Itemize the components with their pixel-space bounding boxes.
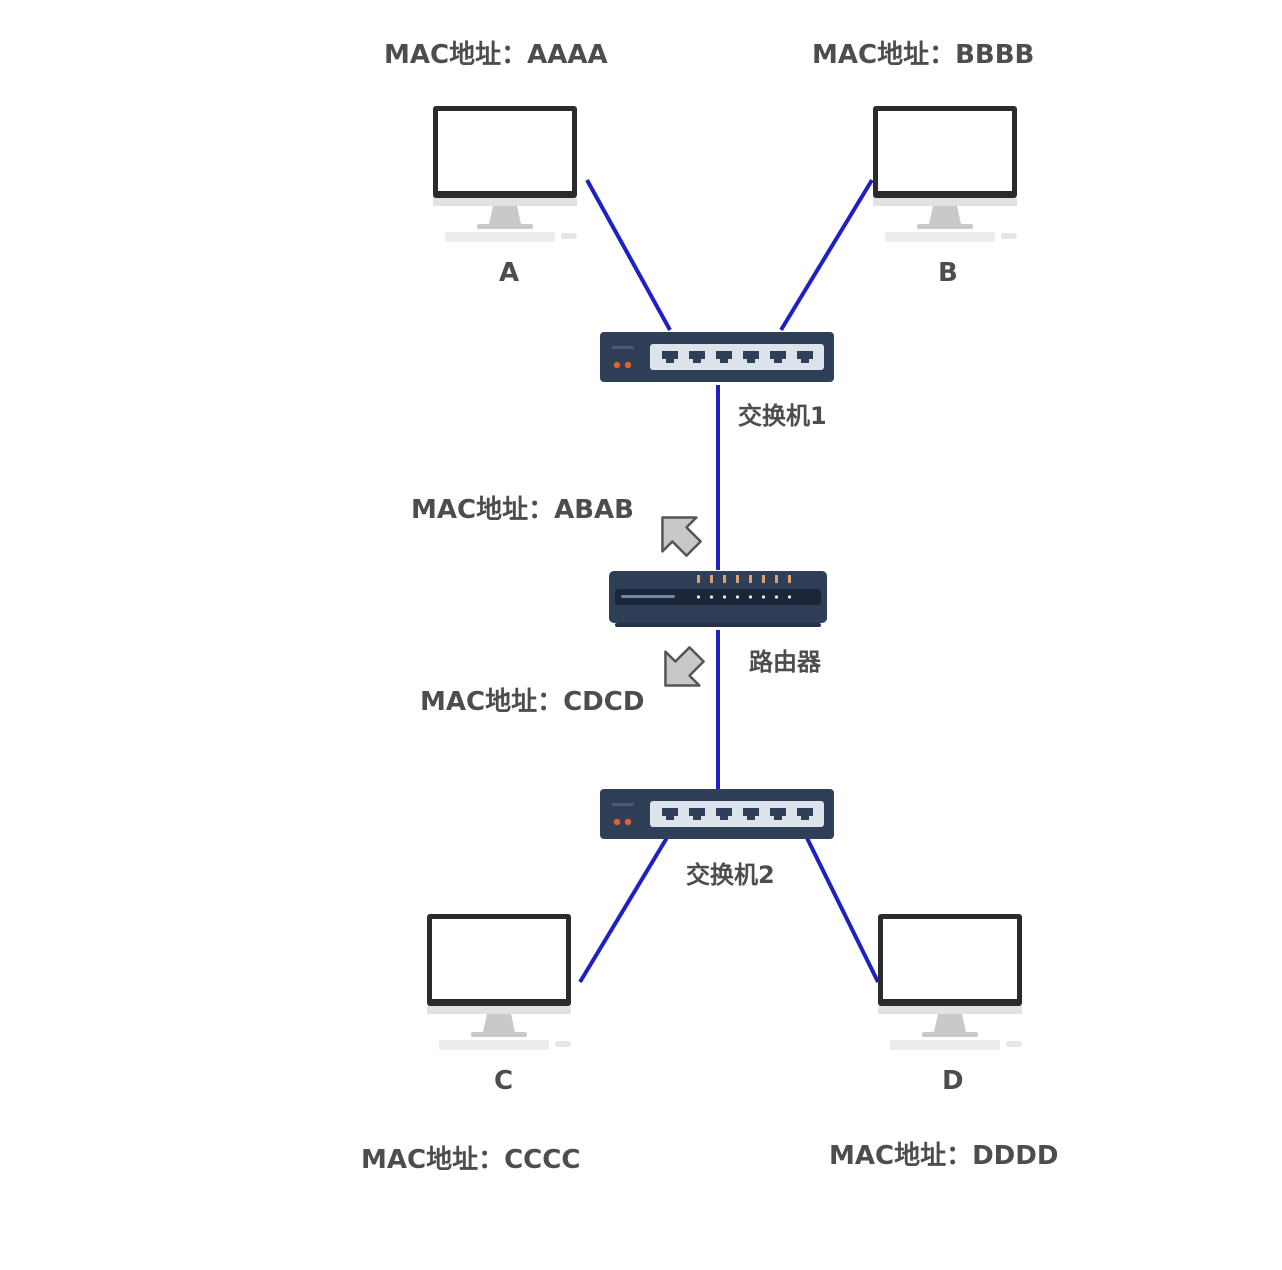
host-d-mac-label: MAC地址：DDDD [829, 1135, 1058, 1172]
monitor-icon [427, 914, 571, 1050]
router-upper-mac-label: MAC地址：ABAB [411, 489, 634, 526]
router-port-led [749, 575, 752, 583]
router-port-led [762, 575, 765, 583]
router-status-dot [722, 595, 727, 599]
mac-prefix: MAC地址： [812, 40, 956, 70]
router-status-dot [748, 595, 753, 599]
mac-value: DDDD [972, 1141, 1059, 1171]
mac-value: CDCD [563, 687, 645, 717]
mac-prefix: MAC地址： [411, 495, 555, 525]
router-status-dot [761, 595, 766, 599]
router-name: 路由器 [749, 648, 821, 676]
router-icon [609, 571, 827, 627]
link-switch2-d [804, 835, 880, 983]
mac-prefix: MAC地址： [361, 1145, 505, 1175]
mac-value: AAAA [527, 40, 608, 70]
mac-prefix: MAC地址： [384, 40, 528, 70]
host-a-mac-label: MAC地址：AAAA [384, 34, 608, 71]
router-port-led [710, 575, 713, 583]
mac-value: CCCC [504, 1145, 581, 1175]
host-b-mac-label: MAC地址：BBBB [812, 34, 1034, 71]
link-a-switch1 [585, 179, 672, 331]
router-port-led [775, 575, 778, 583]
arrow-down-left-icon [647, 636, 715, 704]
mac-prefix: MAC地址： [829, 1141, 973, 1171]
link-b-switch1 [779, 178, 874, 332]
monitor-icon [878, 914, 1022, 1050]
mac-prefix: MAC地址： [420, 687, 564, 717]
router-status-dot [787, 595, 792, 599]
router-status-dot [774, 595, 779, 599]
router-port-led [788, 575, 791, 583]
switch-icon [600, 789, 834, 839]
host-a-name: A [499, 258, 520, 288]
router-lower-mac-label: MAC地址：CDCD [420, 681, 644, 718]
router-status-dot [696, 595, 701, 599]
router-port-led [736, 575, 739, 583]
monitor-icon [433, 106, 577, 242]
switch2-name: 交换机2 [686, 861, 775, 889]
monitor-icon [873, 106, 1017, 242]
arrow-up-left-icon [644, 499, 712, 567]
switch1-name: 交换机1 [738, 402, 827, 430]
router-status-dot [735, 595, 740, 599]
mac-value: BBBB [955, 40, 1035, 70]
router-port-led [723, 575, 726, 583]
links-layer [578, 178, 880, 984]
host-c-mac-label: MAC地址：CCCC [361, 1139, 580, 1176]
link-switch2-c [578, 834, 670, 984]
host-c-name: C [494, 1066, 514, 1096]
mac-value: ABAB [554, 495, 634, 525]
router-led-strip [696, 575, 792, 599]
router-port-led [697, 575, 700, 583]
host-b-name: B [938, 258, 958, 288]
host-d-name: D [942, 1066, 964, 1096]
router-status-dot [709, 595, 714, 599]
switch-icon [600, 332, 834, 382]
